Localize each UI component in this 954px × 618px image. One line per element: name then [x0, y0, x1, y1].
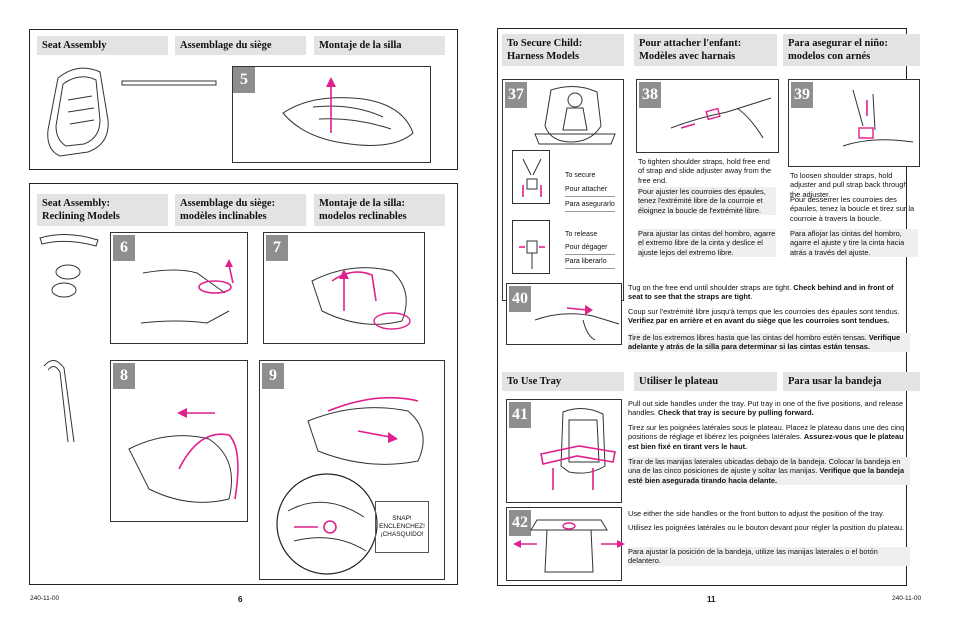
step-6-badge: 6 [113, 235, 135, 261]
step-5-box: 5 [232, 66, 431, 163]
step-42-text-es: Para ajustar la posición de la bandeja, … [628, 547, 910, 566]
step-7-box: 7 [263, 232, 425, 344]
step-39-text-en: To loosen shoulder straps, hold adjuster… [790, 171, 908, 199]
step-40-text-es-plain: Tire de los extremos libres hasta que la… [628, 333, 869, 342]
tray-header-fr: Utiliser le plateau [634, 372, 777, 391]
step-40-text-en: Tug on the free end until shoulder strap… [628, 283, 894, 302]
harness-header-es: Para asegurar el niño: modelos con arnés [783, 34, 920, 66]
tray-adjust-illustration [513, 519, 625, 573]
step-40-text-fr-plain: Coup sur l'extrémité libre jusqu'à temps… [628, 307, 900, 316]
step-41-text-en: Pull out side handles under the tray. Pu… [628, 399, 910, 418]
step-41-text-es: Tirar de las manijas laterales ubicadas … [628, 457, 910, 485]
secure-buckle-box [512, 150, 550, 204]
step-5-badge: 5 [233, 67, 255, 93]
step-41-text-es-plain: Tirar de las manijas laterales ubicadas … [628, 457, 901, 476]
step-8-box: 8 [110, 360, 248, 522]
secure-buckle-illustration [522, 158, 542, 197]
recline-parts-illustration [39, 234, 99, 298]
seat-attach-illustration [282, 77, 414, 146]
secure-label-fr: Pour attacher [565, 186, 615, 197]
step-6-illustration [140, 259, 234, 324]
left-footer-code: 240-11-00 [30, 595, 60, 602]
reclining-panel: Seat Assembly: Reclining Models Assembla… [29, 183, 458, 585]
step-40-badge: 40 [509, 286, 531, 312]
tug-strap-illustration [534, 305, 620, 341]
harness-header-en: To Secure Child: Harness Models [502, 34, 624, 66]
step-38-text-fr: Pour ajuster les courroies des épaules, … [638, 187, 776, 215]
step-41-box: 41 [506, 399, 622, 503]
release-buckle-illustration [519, 240, 545, 269]
seat-assembly-header-fr: Assemblage du siège [175, 36, 306, 55]
step-41-text-fr-plain: Tirez sur les poignées latérales sous le… [628, 423, 905, 442]
step-40-text-en-bold: Check behind and in front of seat to see… [628, 283, 894, 302]
step-9-badge: 9 [262, 363, 284, 389]
step-38-box: 38 [636, 79, 779, 153]
secure-label-en: To secure [565, 172, 596, 179]
step-6-box: 6 [110, 232, 248, 344]
step-9-box: 9 SNAP! ENCLENCHEZ! ¡CHASQUIDO! [259, 360, 445, 580]
step-41-text-en-plain: Pull out side handles under the tray. Pu… [628, 399, 904, 418]
step-39-badge: 39 [791, 82, 813, 108]
tray-arm-illustration [43, 360, 75, 443]
tray-header-es: Para usar la bandeja [783, 372, 920, 391]
step-38-text-en: To tighten shoulder straps, hold free en… [638, 157, 772, 185]
right-page-number: 11 [707, 595, 716, 604]
snap-detail-illustration [276, 473, 378, 575]
instructions-panel: To Secure Child: Harness Models Pour att… [497, 28, 920, 586]
step-8-illustration [128, 408, 239, 503]
step-40-text-en-plain: Tug on the free end until shoulder strap… [628, 283, 794, 292]
step-40-box: 40 [506, 283, 622, 345]
step-39-text-fr: Pour desserrer les courroies des épaules… [790, 195, 915, 223]
step-42-text-en: Use either the side handles or the front… [628, 509, 885, 518]
reclining-header-fr: Assemblage du siège: modèles inclinables [175, 194, 306, 226]
right-page: To Secure Child: Harness Models Pour att… [477, 0, 954, 618]
left-page-number: 6 [238, 595, 243, 604]
release-label-en: To release [565, 231, 598, 238]
step-40-text-fr-bold: Verifiez par en arrière et en avant du s… [628, 316, 890, 326]
step-39-box: 39 [788, 79, 920, 167]
step-38-text-es: Para ajustar las cintas del hombro, agar… [638, 229, 776, 257]
release-label-fr: Pour dégager [565, 244, 615, 255]
step-41-text-fr: Tirez sur les poignées latérales sous le… [628, 423, 910, 451]
step-41-text-fr-bold: Assurez-vous que le plateau est bien fix… [628, 432, 904, 451]
seat-pad-illustration [47, 67, 109, 157]
tray-header-en: To Use Tray [502, 372, 624, 391]
seat-assembly-header-es: Montaje de la silla [314, 36, 445, 55]
step-37-badge: 37 [505, 82, 527, 108]
step-40-text-es: Tire de los extremos libres hasta que la… [628, 333, 910, 352]
right-footer-code: 240-11-00 [892, 595, 922, 602]
step-7-badge: 7 [266, 235, 288, 261]
step-42-box: 42 [506, 507, 625, 581]
reclining-header-es: Montaje de la silla: modelos reclinables [314, 194, 445, 226]
step-41-text-en-bold: Check that tray is secure by pulling for… [658, 408, 814, 418]
step-40-text-es-bold: Verifique adelante y atrás de la silla p… [628, 333, 901, 352]
step-38-badge: 38 [639, 82, 661, 108]
step-40-text-fr: Coup sur l'extrémité libre jusqu'à temps… [628, 307, 910, 326]
secure-label-es: Para asegurarlo [565, 201, 615, 212]
step-7-illustration [311, 267, 411, 330]
step-42-badge: 42 [509, 510, 531, 536]
harness-seat-illustration [534, 86, 616, 145]
step-39-text-es: Para aflojar las cintas del hombro, agar… [790, 229, 918, 257]
snap-callout-text: SNAP! ENCLENCHEZ! ¡CHASQUIDO! [379, 515, 425, 538]
left-page: Seat Assembly Assemblage du siège Montaj… [29, 29, 458, 604]
tighten-strap-illustration [670, 97, 772, 139]
snap-callout: SNAP! ENCLENCHEZ! ¡CHASQUIDO! [375, 501, 429, 553]
step-37-box: 37 To secure Pour attacher Para asegurar… [502, 79, 624, 301]
loosen-strap-illustration [842, 89, 914, 147]
tray-install-illustration [540, 408, 616, 490]
release-label-es: Para liberarlo [565, 258, 615, 269]
step-8-badge: 8 [113, 363, 135, 389]
release-buckle-box [512, 220, 550, 274]
frame-rod-illustration [121, 80, 217, 86]
reclining-header-en: Seat Assembly: Reclining Models [37, 194, 168, 226]
seat-assembly-header-en: Seat Assembly [37, 36, 168, 55]
step-42-text-fr: Utilisez les poignées latérales ou le bo… [628, 523, 905, 532]
harness-header-fr: Pour attacher l'enfant: Modèles avec har… [634, 34, 777, 66]
step-9-illustration [307, 396, 424, 465]
seat-assembly-panel: Seat Assembly Assemblage du siège Montaj… [29, 29, 458, 170]
step-41-text-es-bold: Verifique que la bandeja esté bien asegu… [628, 466, 905, 485]
step-41-badge: 41 [509, 402, 531, 428]
